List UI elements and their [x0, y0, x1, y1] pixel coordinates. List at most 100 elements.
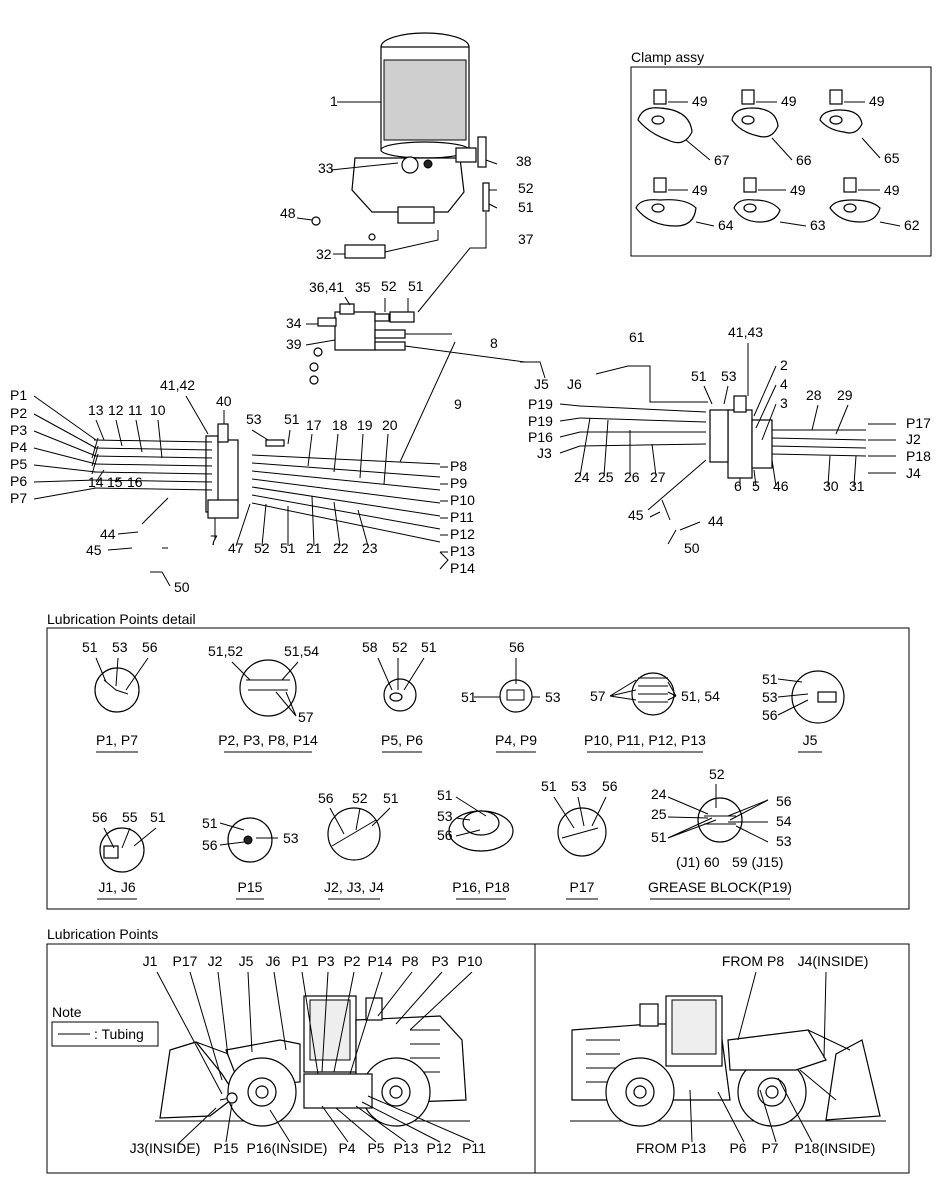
wheel-loader-left	[155, 995, 470, 1127]
left-distributor	[205, 423, 239, 519]
detail-label-16: 56	[762, 707, 778, 723]
right-tubes	[579, 365, 867, 511]
detail-caption-3: P4, P9	[495, 732, 537, 748]
machine-label-21: J4(INSIDE)	[798, 953, 869, 969]
detail-label-8: 51	[421, 639, 437, 655]
part-label-5: 48	[280, 205, 296, 221]
part-label-57: P11	[450, 509, 474, 525]
part-label-34: 12	[108, 402, 124, 418]
detail-label-19: 51	[150, 809, 166, 825]
part-label-10: 52	[381, 278, 397, 294]
clamp-label-8: 49	[884, 182, 900, 198]
detail-label-28: 56	[437, 827, 453, 843]
detail-label-15: 53	[762, 689, 778, 705]
part-label-77: 52	[254, 540, 270, 556]
machine-label-11: P10	[458, 953, 483, 969]
part-label-17: J6	[567, 376, 582, 392]
detail-caption-6: J1, J6	[98, 879, 136, 895]
detail-label-38: 53	[776, 833, 792, 849]
part-label-43: 19	[357, 417, 373, 433]
part-label-83: 44	[708, 513, 724, 529]
part-label-6: 32	[316, 246, 332, 262]
central-distributor	[309, 303, 415, 385]
part-label-13: 39	[286, 336, 302, 352]
detail-caption-9: P16, P18	[452, 879, 510, 895]
detail-label-5: 57	[298, 709, 314, 725]
machine-label-16: P5	[367, 1140, 384, 1156]
detail-label-39: (J1) 60	[676, 854, 720, 870]
part-label-3: 52	[518, 180, 534, 196]
detail-caption-4: P10, P11, P12, P13	[584, 732, 706, 748]
machine-label-1: P17	[173, 953, 198, 969]
part-label-70: 46	[773, 478, 789, 494]
detail-label-32: 52	[709, 766, 725, 782]
clamp-label-6: 49	[692, 182, 708, 198]
part-label-50: P17	[906, 415, 931, 431]
note-legend: : Tubing	[94, 1026, 144, 1042]
clamp-label-0: 49	[692, 93, 708, 109]
detail-label-2: 56	[142, 639, 158, 655]
machine-label-20: FROM P8	[722, 953, 784, 969]
part-label-16: 61	[629, 329, 645, 345]
machine-label-25: P18(INSIDE)	[795, 1140, 876, 1156]
machine-label-5: P1	[291, 953, 308, 969]
part-label-37: 41,42	[160, 377, 195, 393]
part-label-44: 20	[382, 417, 398, 433]
part-label-75: 7	[210, 532, 218, 548]
part-label-39: 53	[246, 411, 262, 427]
clamp-label-10: 63	[810, 217, 826, 233]
detail-label-17: 56	[92, 809, 108, 825]
clamp-assy-frame	[630, 66, 932, 257]
part-label-52: P18	[906, 448, 931, 464]
part-label-63: 16	[127, 474, 143, 490]
part-label-68: 6	[734, 478, 742, 494]
detail-label-21: 56	[202, 837, 218, 853]
detail-label-24: 52	[352, 790, 368, 806]
detail-label-23: 56	[318, 790, 334, 806]
part-label-1: 33	[318, 160, 334, 176]
part-label-49: J3	[537, 445, 552, 461]
detail-label-14: 51	[762, 671, 778, 687]
detail-circles	[94, 657, 845, 873]
detail-caption-0: P1, P7	[96, 732, 138, 748]
machine-label-4: J6	[266, 953, 281, 969]
part-label-42: 18	[332, 417, 348, 433]
part-label-60: P14	[450, 560, 475, 576]
detail-label-27: 53	[437, 808, 453, 824]
part-label-33: 13	[88, 402, 104, 418]
part-label-26: P1	[10, 387, 27, 403]
part-label-28: P3	[10, 422, 27, 438]
detail-caption-10: P17	[570, 879, 595, 895]
detail-label-18: 55	[122, 809, 138, 825]
part-label-74: 45	[86, 542, 102, 558]
detail-label-26: 51	[437, 787, 453, 803]
machine-label-7: P2	[343, 953, 360, 969]
part-label-85: 50	[684, 540, 700, 556]
part-label-48: P16	[528, 429, 553, 445]
detail-caption-2: P5, P6	[381, 732, 423, 748]
note-box	[51, 1021, 159, 1047]
part-label-14: 8	[490, 335, 498, 351]
detail-label-3: 51,52	[208, 643, 243, 659]
part-label-38: 40	[216, 393, 232, 409]
part-label-0: 1	[330, 93, 338, 109]
grease-pump	[311, 32, 490, 259]
part-label-20: 4	[780, 376, 788, 392]
detail-label-29: 51	[541, 778, 557, 794]
detail-label-30: 53	[571, 778, 587, 794]
part-label-45: 9	[454, 396, 462, 412]
machine-label-8: P14	[368, 953, 393, 969]
part-label-24: 28	[806, 387, 822, 403]
part-label-69: 5	[752, 478, 760, 494]
part-label-29: P4	[10, 439, 27, 455]
machine-label-18: P12	[427, 1140, 452, 1156]
wheel-loader-right	[570, 995, 886, 1127]
part-label-46: P19	[528, 396, 553, 412]
detail-caption-7: P15	[238, 879, 263, 895]
detail-label-20: 51	[202, 815, 218, 831]
part-label-18: 41,43	[728, 324, 763, 340]
